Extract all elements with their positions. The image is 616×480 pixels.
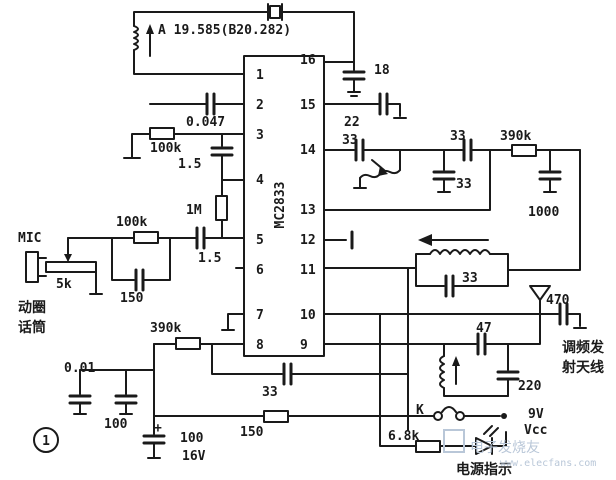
svg-text:150: 150 <box>240 425 264 440</box>
svg-text:100: 100 <box>180 431 204 446</box>
res-100k-a: 100k <box>123 127 245 159</box>
ic-body <box>243 55 325 357</box>
direction-arrow <box>418 234 489 246</box>
input-network: 100k 1.5 150 5k MIC 动圈 话筒 <box>18 215 245 336</box>
ic-name: MC2833 <box>273 182 288 229</box>
res-390k-a <box>511 144 537 157</box>
pin-1: 1 <box>256 68 264 83</box>
pin-3: 3 <box>256 128 264 143</box>
svg-text:K: K <box>416 403 424 418</box>
cap-18: 18 <box>323 61 390 97</box>
pin10-antenna: 470 调频发 射天线 <box>323 285 605 376</box>
svg-text:调频发: 调频发 <box>562 339 605 356</box>
res-6-8k <box>415 440 441 453</box>
watermark: 电子发烧友 www.elecfans.com <box>443 429 596 469</box>
pin11-coil: 33 <box>323 249 509 431</box>
pin-14: 14 <box>300 143 316 158</box>
svg-text:470: 470 <box>546 293 570 308</box>
ic-pin-labels: 1 2 3 4 5 6 7 8 16 15 14 13 12 11 10 9 <box>256 53 316 353</box>
pin-10: 10 <box>300 308 316 323</box>
svg-text:1: 1 <box>42 434 50 449</box>
pin-8: 8 <box>256 338 264 353</box>
svg-text:150: 150 <box>120 291 144 306</box>
vcc-terminal <box>501 413 507 419</box>
mic <box>25 251 39 283</box>
pin8-network: 390k 33 <box>150 321 409 400</box>
supply-filter: 0.01 100 <box>64 343 155 432</box>
svg-text:9V: 9V <box>528 407 544 422</box>
cap-22: 22 <box>323 92 407 130</box>
pin7-ground <box>221 267 245 331</box>
switch-contact-b <box>455 411 465 421</box>
pin-6: 6 <box>256 263 264 278</box>
svg-text:33: 33 <box>450 129 466 144</box>
svg-text:18: 18 <box>374 63 390 78</box>
power-led: 6.8k 电源指示 <box>379 409 512 478</box>
svg-text:100: 100 <box>104 417 128 432</box>
svg-text:1.5: 1.5 <box>178 157 201 172</box>
svg-text:话筒: 话筒 <box>18 319 46 336</box>
svg-text:Vcc: Vcc <box>524 423 547 438</box>
svg-text:射天线: 射天线 <box>561 359 604 376</box>
figure-number: 1 <box>33 427 59 453</box>
pin-2: 2 <box>256 98 264 113</box>
svg-text:0.047: 0.047 <box>186 115 225 130</box>
pin-9: 9 <box>300 338 308 353</box>
pin-4: 4 <box>256 173 264 188</box>
res-1m: 1M <box>186 179 228 239</box>
svg-text:33: 33 <box>456 177 472 192</box>
svg-text:390k: 390k <box>500 129 531 144</box>
pin-5: 5 <box>256 233 264 248</box>
svg-text:6.8k: 6.8k <box>388 429 419 444</box>
pot-5k <box>45 261 97 273</box>
svg-text:5k: 5k <box>56 277 72 292</box>
svg-text:33: 33 <box>342 133 358 148</box>
pin-15: 15 <box>300 98 316 113</box>
svg-text:动圈: 动圈 <box>18 299 46 316</box>
pin-11: 11 <box>300 263 316 278</box>
svg-text:33: 33 <box>262 385 278 400</box>
svg-text:1M: 1M <box>186 203 202 218</box>
pin14-network: 33 33 33 390k 1000 <box>323 129 581 271</box>
switch-contact-a <box>433 411 443 421</box>
svg-text:100k: 100k <box>116 215 147 230</box>
svg-text:390k: 390k <box>150 321 181 336</box>
svg-text:www.elecfans.com: www.elecfans.com <box>500 458 596 469</box>
svg-text:0.01: 0.01 <box>64 361 95 376</box>
crystal <box>269 5 281 19</box>
res-100k-b <box>133 231 159 244</box>
svg-text:100k: 100k <box>150 141 181 156</box>
cap-0047: 0.047 <box>149 92 245 130</box>
svg-text:1000: 1000 <box>528 205 559 220</box>
pin9-network: 47 220 <box>323 313 542 411</box>
svg-text:47: 47 <box>476 321 492 336</box>
svg-text:1.5: 1.5 <box>198 251 221 266</box>
supply-main: + 100 16V 150 K 9V Vcc <box>142 403 547 464</box>
pin-7: 7 <box>256 308 264 323</box>
svg-text:16V: 16V <box>182 449 206 464</box>
crystal-label: A 19.585(B20.282) <box>158 23 291 38</box>
pin-16: 16 <box>300 53 316 68</box>
svg-text:33: 33 <box>462 271 478 286</box>
svg-text:电源指示: 电源指示 <box>456 461 512 478</box>
crystal-circuit: A 19.585(B20.282) <box>133 3 355 75</box>
svg-text:220: 220 <box>518 379 542 394</box>
res-390k-b <box>175 337 201 350</box>
svg-text:电子发烧友: 电子发烧友 <box>470 440 540 456</box>
pin-13: 13 <box>300 203 316 218</box>
pin12 <box>323 230 354 250</box>
res-150 <box>263 410 289 423</box>
svg-text:22: 22 <box>344 115 360 130</box>
pin-12: 12 <box>300 233 316 248</box>
svg-text:MIC: MIC <box>18 231 41 246</box>
cap-1-5-a: 1.5 <box>178 133 245 181</box>
plus-sign: + <box>154 421 162 436</box>
